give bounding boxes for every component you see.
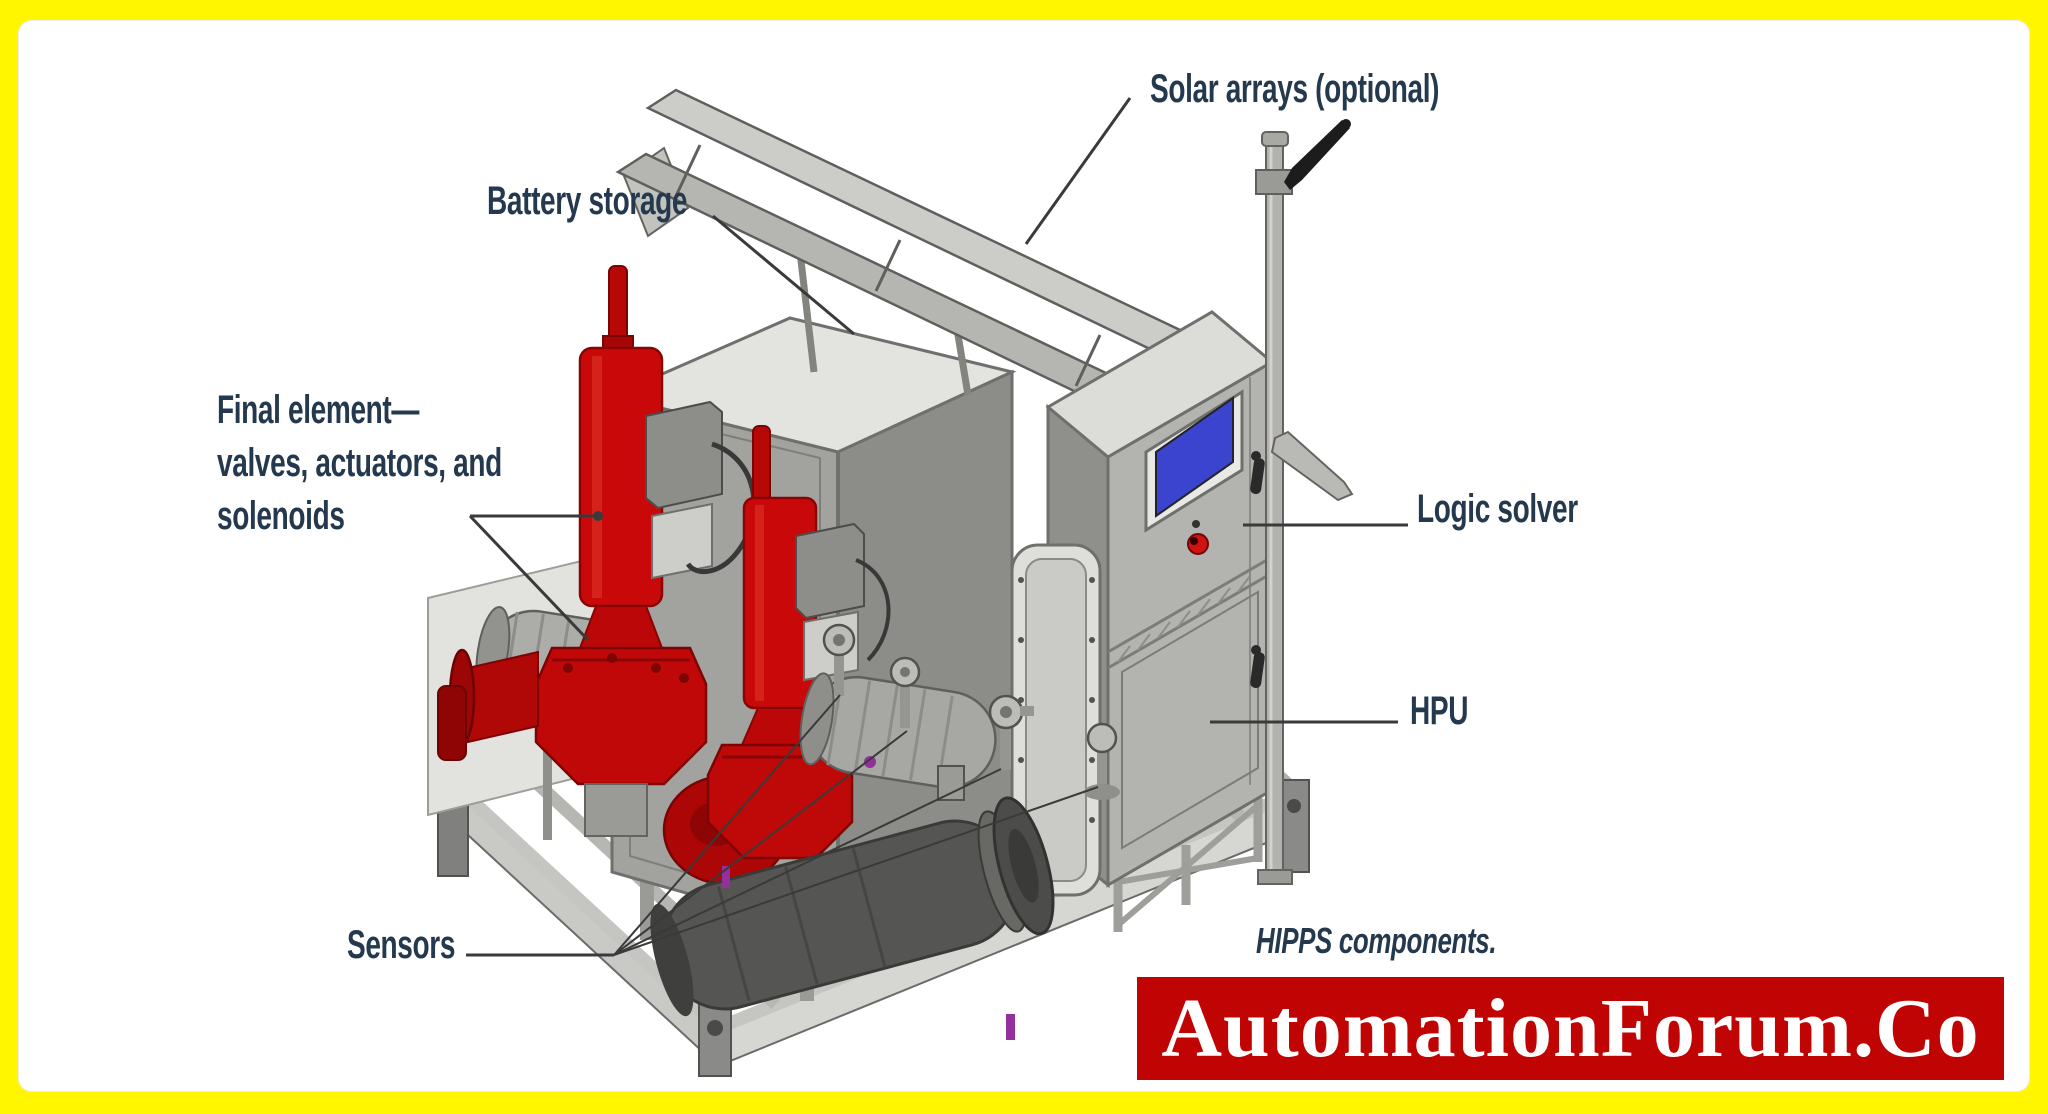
cabinet-underframe [1113,798,1263,932]
leader-battery [712,214,855,336]
tall-gauge-panel [1010,543,1102,897]
watermark-text: AutomationForum.Co [1161,982,1980,1075]
solenoid-box-1a [645,400,723,510]
watermark-banner: AutomationForum.Co [1137,977,2004,1080]
label-logic-solver: Logic solver [1417,487,1578,531]
valve-body-1 [534,646,708,786]
pipeline-vessel [650,796,1055,1017]
label-sensors: Sensors [347,923,456,967]
label-battery-storage: Battery storage [487,179,688,223]
hpu-door [1121,590,1259,850]
accumulator-2 [799,672,997,789]
label-final-element-line1: Final element— [217,388,420,432]
antenna-icon [1284,120,1350,190]
sensor-3 [988,694,1034,770]
leader-sensors-fan [613,694,1099,956]
label-final-element: Final element— valves, actuators, and so… [217,384,502,543]
label-solar-arrays: Solar arrays (optional) [1150,67,1440,111]
figure-caption: HIPPS components. [1256,920,1497,961]
door-handles [1250,451,1265,689]
hmi-screen [1155,396,1234,518]
sensor-4 [1084,722,1120,800]
sensor-1 [822,623,856,696]
sensor-2 [889,656,921,728]
pole-arm [1270,430,1354,502]
label-hpu: HPU [1410,689,1469,733]
cabinet-split-band [1107,555,1273,670]
label-final-element-line3: solenoids [217,494,345,538]
solenoid-box-2a [795,522,865,620]
leader-lines [466,97,1408,957]
leader-final-element-b [468,514,590,642]
purple-valve-stems [722,756,1015,1040]
logic-solver-hpu-cabinet [1045,310,1275,932]
leader-solar [1024,97,1132,245]
antenna-pole [1255,119,1354,885]
label-final-element-line2: valves, actuators, and [217,441,502,485]
solenoid-box-1b [651,502,713,580]
sensors-instruments [822,623,1120,800]
solar-array [615,88,1284,447]
final-element-valve-1 [437,265,757,837]
red-button [1187,533,1209,555]
cable-loop-2 [855,558,891,662]
